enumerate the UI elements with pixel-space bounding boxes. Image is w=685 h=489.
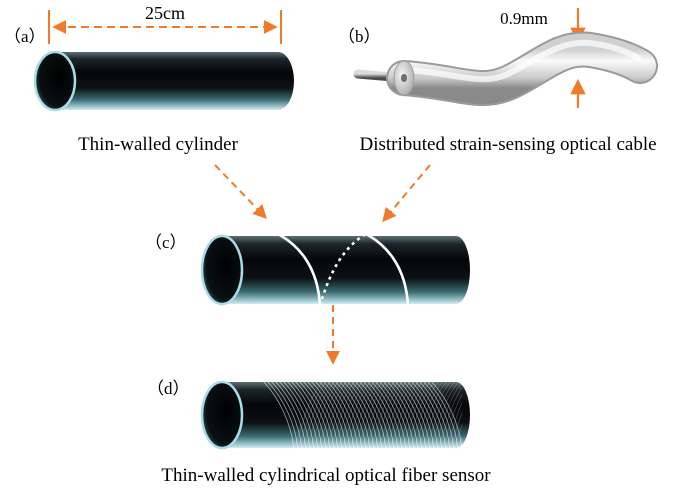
panel-b-tag: （b） bbox=[338, 27, 381, 46]
panel-c-tag: （c） bbox=[145, 233, 187, 252]
panel-a-caption: Thin-walled cylinder bbox=[78, 134, 239, 155]
fiber-sensor-cylinder bbox=[200, 380, 470, 450]
panel-a-tag: （a） bbox=[4, 27, 46, 46]
thin-walled-cylinder bbox=[33, 50, 294, 112]
panel-b: （b） 0.9mm Distributed strain-sensing opt… bbox=[338, 8, 658, 155]
panel-a: （a） 25cm Thin-walled cylinder bbox=[4, 3, 294, 155]
panel-d-tag: （d） bbox=[147, 379, 190, 398]
wound-fiber-coils bbox=[263, 382, 462, 448]
panel-d-caption: Thin-walled cylindrical optical fiber se… bbox=[161, 465, 491, 486]
cylinder-with-helical-winding bbox=[200, 234, 470, 306]
arrow-a-to-c bbox=[214, 164, 267, 220]
connector-arrows bbox=[214, 164, 431, 365]
strain-sensing-optical-cable bbox=[353, 31, 658, 106]
length-label: 25cm bbox=[145, 3, 185, 23]
panel-d: （d） Thin-walled cylindrical optical fibe… bbox=[147, 379, 491, 486]
diameter-label: 0.9mm bbox=[500, 9, 548, 28]
panel-b-caption: Distributed strain-sensing optical cable bbox=[359, 134, 656, 155]
panel-c: （c） bbox=[145, 233, 470, 306]
length-dimension-arrow bbox=[48, 10, 282, 44]
arrow-b-to-c bbox=[382, 164, 431, 223]
